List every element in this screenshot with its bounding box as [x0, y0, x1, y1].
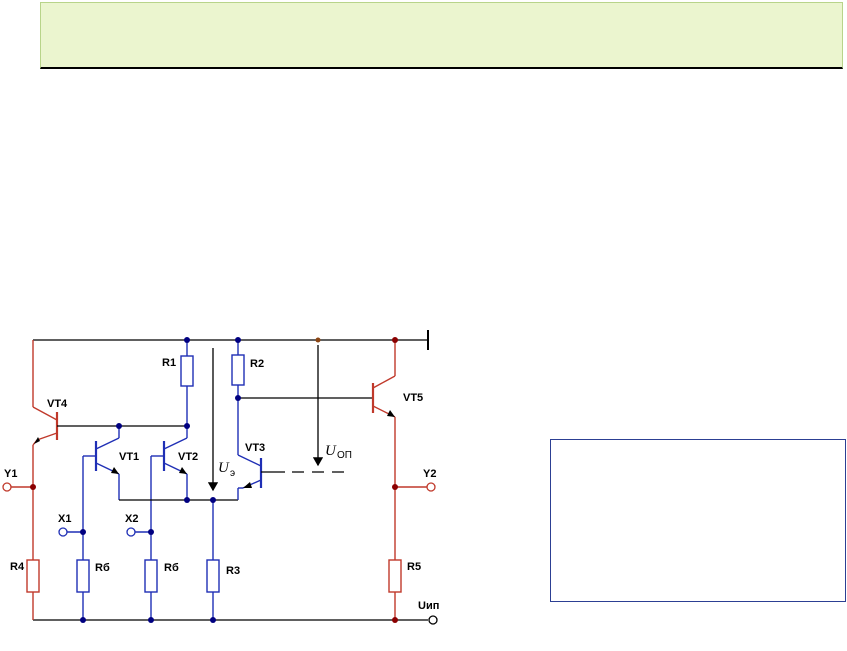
x2-label: X2	[125, 513, 138, 525]
y2-label: Y2	[423, 468, 436, 480]
x1-label: X1	[58, 513, 71, 525]
vt4-label: VT4	[47, 398, 68, 410]
r4-label: R4	[10, 561, 25, 573]
uop-subscript: ОП	[337, 450, 352, 461]
vt2-label: VT2	[178, 451, 198, 463]
rb-left-label: Rб	[95, 562, 110, 574]
vt4-branch	[2, 340, 59, 620]
vt5-label: VT5	[403, 392, 423, 404]
ue-label: U	[218, 460, 230, 476]
r5-label: R5	[407, 561, 421, 573]
top-rail	[33, 330, 429, 350]
vt5-branch	[371, 340, 436, 620]
r1-resistor	[180, 340, 194, 426]
vt3-label: VT3	[245, 442, 265, 454]
note-box	[550, 439, 846, 602]
u-supply-label: Uип	[418, 600, 439, 612]
diff-pair	[58, 426, 188, 620]
supply-rail	[33, 615, 438, 625]
junction-dots	[30, 337, 398, 623]
ue-subscript: э	[230, 468, 235, 479]
r1-label: R1	[162, 357, 176, 369]
r2-label: R2	[250, 358, 264, 370]
rb-right-label: Rб	[164, 562, 179, 574]
r3-label: R3	[226, 565, 240, 577]
header-banner	[40, 2, 843, 69]
y1-label: Y1	[4, 468, 17, 480]
r3-resistor	[206, 500, 220, 620]
vt1-label: VT1	[119, 451, 139, 463]
uop-label: U	[325, 443, 337, 459]
